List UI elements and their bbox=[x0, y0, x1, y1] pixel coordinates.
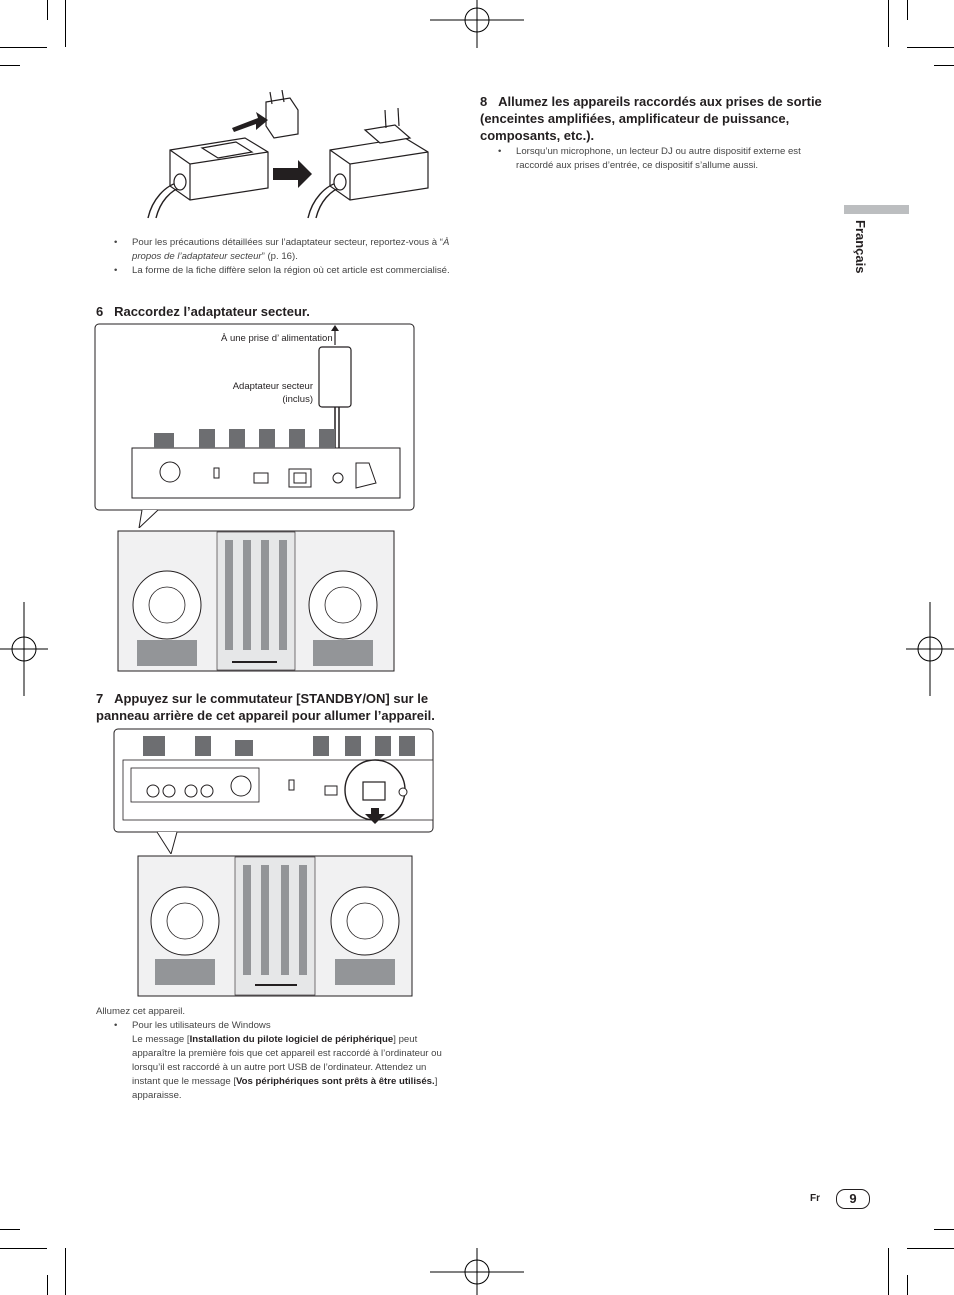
registration-mark-right bbox=[906, 602, 954, 696]
footer-language: Fr bbox=[810, 1193, 820, 1204]
step-8-heading: 8 Allumez les appareils raccordés aux pr… bbox=[480, 94, 822, 143]
label-adapter: Adaptateur secteur bbox=[233, 381, 313, 392]
registration-mark-top bbox=[430, 0, 524, 48]
intro-text: Allumez cet appareil. bbox=[96, 1006, 186, 1017]
step-8-notes: Lorsqu’un microphone, un lecteur DJ ou a… bbox=[480, 145, 832, 173]
controller-top-view-1 bbox=[117, 530, 395, 672]
label-outlet: À une prise d’ alimentation bbox=[221, 333, 333, 344]
registration-mark-bottom bbox=[430, 1248, 524, 1295]
rear-panel-adapter-figure: À une prise d’ alimentation Adaptateur s… bbox=[94, 323, 415, 528]
standby-switch-figure bbox=[113, 728, 434, 854]
step-6-heading: 6 Raccordez l’adaptateur secteur. bbox=[96, 304, 310, 319]
adapter-plug-illustration bbox=[147, 90, 429, 219]
adapter-notes: Pour les précautions détaillées sur l’ad… bbox=[96, 236, 456, 278]
list-item: Pour les précautions détaillées sur l’ad… bbox=[96, 236, 456, 264]
power-on-instructions: Allumez cet appareil. • Pour les utilisa… bbox=[96, 1005, 456, 1103]
language-tab-label: Français bbox=[853, 220, 868, 274]
list-item: • Pour les utilisateurs de Windows Le me… bbox=[114, 1020, 442, 1101]
list-item: La forme de la fiche diffère selon la ré… bbox=[96, 264, 456, 278]
page-number: 9 bbox=[836, 1189, 870, 1209]
list-item: Lorsqu’un microphone, un lecteur DJ ou a… bbox=[480, 145, 832, 173]
controller-top-view-2 bbox=[137, 855, 413, 997]
step-7-heading: 7 Appuyez sur le commutateur [STANDBY/ON… bbox=[96, 691, 435, 723]
label-adapter-included: (inclus) bbox=[282, 394, 313, 405]
language-tab-bar bbox=[844, 205, 909, 214]
registration-mark-left bbox=[0, 602, 48, 696]
